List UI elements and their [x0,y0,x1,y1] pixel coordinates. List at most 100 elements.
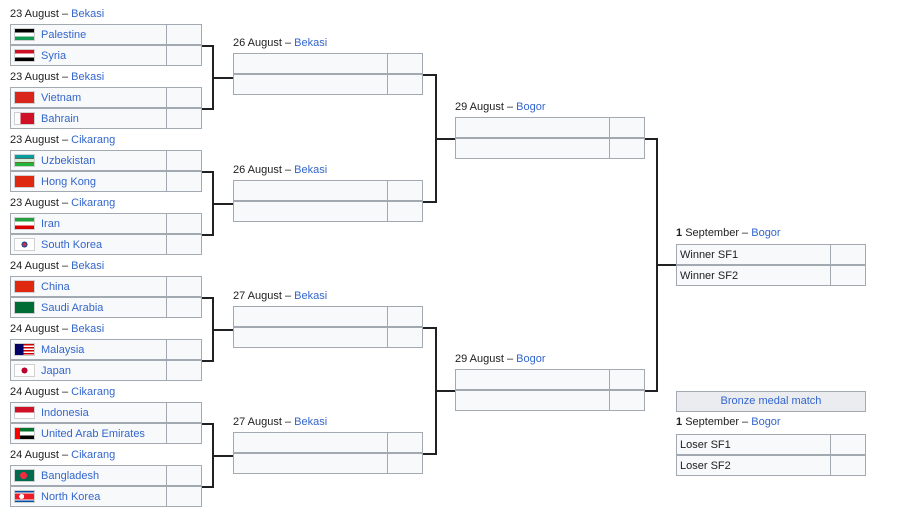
venue-link[interactable]: Bogor [751,416,781,428]
bracket-connector [202,171,212,173]
score-cell [609,391,644,410]
bronze-match-title[interactable]: Bronze medal match [676,391,866,412]
score-cell [166,403,201,422]
team-cell[interactable]: South Korea [11,235,166,254]
score-cell [387,75,422,94]
match-date-header: 24 August – Cikarang [10,386,116,398]
venue-link[interactable]: Bogor [516,101,546,113]
team-row: Bangladesh [10,465,202,486]
score-cell [830,456,865,475]
team-cell[interactable]: China [11,277,166,296]
bracket-connector [435,138,455,140]
team-cell [234,328,387,347]
venue-link[interactable]: Cikarang [71,386,116,398]
team-cell[interactable]: Bangladesh [11,466,166,485]
team-cell[interactable]: United Arab Emirates [11,424,166,443]
match-date-header: 29 August – Bogor [455,353,546,365]
south-korea-flag-icon [14,238,35,251]
team-link[interactable]: Bangladesh [41,469,100,482]
venue-link[interactable]: Bekasi [294,416,328,428]
team-row: Palestine [10,24,202,45]
team-row: South Korea [10,234,202,255]
venue-link[interactable]: Bekasi [71,260,105,272]
team-row: Bahrain [10,108,202,129]
venue-link[interactable]: Cikarang [71,134,116,146]
empty-team-row [233,327,423,348]
team-cell[interactable]: Japan [11,361,166,380]
match-date-header: 24 August – Bekasi [10,260,105,272]
team-link[interactable]: Japan [41,364,71,377]
bracket-connector [212,203,233,205]
team-cell[interactable]: Palestine [11,25,166,44]
team-cell [456,118,609,137]
empty-team-row [233,53,423,74]
bracket-connector [435,390,455,392]
team-link[interactable]: Iran [41,217,60,230]
score-cell [387,328,422,347]
team-link[interactable]: China [41,280,70,293]
empty-team-row [233,453,423,474]
empty-team-row [233,180,423,201]
match-date: 24 August [10,323,59,335]
venue-link[interactable]: Bogor [751,227,781,239]
team-cell[interactable]: Malaysia [11,340,166,359]
team-link[interactable]: United Arab Emirates [41,427,145,440]
team-link[interactable]: South Korea [41,238,103,251]
team-cell[interactable]: North Korea [11,487,166,506]
team-row: United Arab Emirates [10,423,202,444]
venue-link[interactable]: Bekasi [71,71,105,83]
venue-link[interactable]: Bogor [516,353,546,365]
venue-link[interactable]: Bekasi [294,37,328,49]
bracket-connector [423,201,435,203]
team-link[interactable]: North Korea [41,490,101,503]
team-row: Hong Kong [10,171,202,192]
venue-link[interactable]: Bekasi [71,323,105,335]
team-label: Loser SF1 [680,438,731,451]
score-cell [166,466,201,485]
score-cell [166,109,201,128]
venue-link[interactable]: Cikarang [71,197,116,209]
team-cell: Loser SF2 [677,456,830,475]
team-cell [234,75,387,94]
bronze-team-row: Loser SF2 [676,455,866,476]
team-cell [234,454,387,473]
bronze-team-row: Loser SF1 [676,434,866,455]
match-date: 23 August [10,134,59,146]
empty-team-row [233,201,423,222]
score-cell [387,433,422,452]
team-link[interactable]: Vietnam [41,91,82,104]
venue-link[interactable]: Bekasi [71,8,105,20]
team-link[interactable]: Palestine [41,28,87,41]
score-cell [830,266,865,285]
team-link[interactable]: Syria [41,49,67,62]
team-cell[interactable]: Vietnam [11,88,166,107]
team-link[interactable]: Indonesia [41,406,89,419]
score-cell [166,424,201,443]
team-cell [456,370,609,389]
team-cell[interactable]: Syria [11,46,166,65]
score-cell [387,307,422,326]
syria-flag-icon [14,49,35,62]
team-cell[interactable]: Saudi Arabia [11,298,166,317]
final-team-row: Winner SF1 [676,244,866,265]
vietnam-flag-icon [14,91,35,104]
team-cell[interactable]: Uzbekistan [11,151,166,170]
team-cell [234,181,387,200]
team-link[interactable]: Hong Kong [41,175,97,188]
team-link[interactable]: Uzbekistan [41,154,96,167]
team-cell[interactable]: Bahrain [11,109,166,128]
team-cell[interactable]: Hong Kong [11,172,166,191]
empty-team-row [233,306,423,327]
match-date-header: 27 August – Bekasi [233,416,328,428]
team-cell[interactable]: Indonesia [11,403,166,422]
team-link[interactable]: Malaysia [41,343,85,356]
bracket-connector [202,423,212,425]
venue-link[interactable]: Bekasi [294,164,328,176]
score-cell [166,277,201,296]
team-link[interactable]: Bahrain [41,112,79,125]
team-cell[interactable]: Iran [11,214,166,233]
match-date: 23 August [10,197,59,209]
venue-link[interactable]: Cikarang [71,449,116,461]
venue-link[interactable]: Bekasi [294,290,328,302]
team-link[interactable]: Saudi Arabia [41,301,104,314]
